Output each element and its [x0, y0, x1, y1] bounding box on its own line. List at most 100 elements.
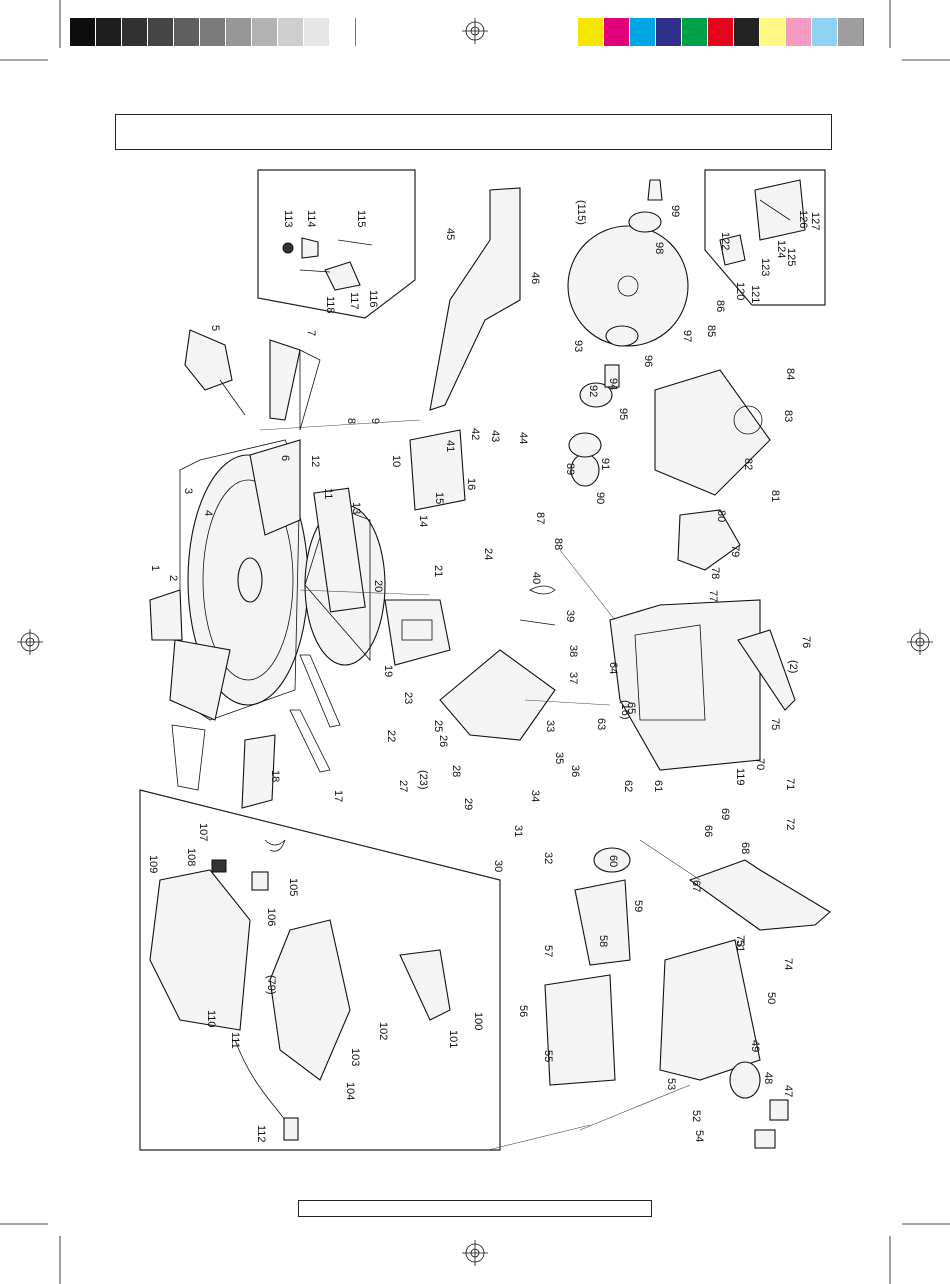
spindle-gears [568, 364, 620, 487]
part-number-label: 110 [205, 1010, 217, 1028]
part-number-label: 78 [709, 567, 721, 579]
part-number-label: 46 [529, 272, 541, 284]
part-number-label: 19 [382, 665, 394, 677]
part-number-label: 18 [269, 770, 281, 782]
part-number-label: 93 [572, 340, 584, 352]
part-number-label: 115 [355, 210, 367, 228]
color-swatch [630, 18, 656, 46]
part-number-label: 66 [702, 825, 714, 837]
part-number-label: 87 [534, 512, 546, 524]
part-number-label: 82 [742, 458, 754, 470]
part-number-label: 26 [437, 735, 449, 747]
part-number-label: 35 [553, 752, 565, 764]
swing-arm [439, 649, 556, 741]
part-number-label: 50 [765, 992, 777, 1004]
part-number-label: 77 [707, 590, 719, 602]
part-number-label: 42 [469, 428, 481, 440]
registration-mark-top [462, 18, 488, 44]
part-number-label: 57 [542, 945, 554, 957]
part-number-label: 55 [542, 1050, 554, 1062]
part-number-label: 117 [348, 292, 360, 310]
part-number-label: 116 [367, 290, 379, 308]
part-number-label: 69 [719, 808, 731, 820]
registration-mark-bottom [462, 1240, 488, 1266]
part-number-label: 11 [322, 488, 334, 499]
part-number-label: 85 [705, 325, 717, 337]
hold-down-clamp [269, 339, 321, 431]
part-number-label: 108 [185, 848, 197, 866]
lower-blade-guard [654, 369, 771, 496]
leader-lines [259, 419, 701, 1131]
part-number-label: 17 [332, 790, 344, 802]
part-number-label: 31 [512, 825, 524, 837]
carbon-brush-parts [754, 1099, 789, 1149]
part-number-label: 62 [622, 780, 634, 792]
part-number-label: 109 [147, 855, 159, 873]
gray-swatch [226, 18, 252, 46]
guard-cover-plate [677, 509, 741, 571]
part-number-label: 29 [462, 798, 474, 810]
gray-swatch [330, 18, 356, 46]
color-swatch [604, 18, 630, 46]
part-number-label: 104 [344, 1082, 356, 1100]
part-number-label: 106 [265, 908, 277, 926]
registration-mark-left [17, 629, 43, 655]
part-number-label: 101 [447, 1030, 459, 1048]
stator [544, 974, 616, 1086]
part-number-label: 23 [402, 692, 414, 704]
part-number-label: 49 [749, 1040, 761, 1052]
color-swatch [656, 18, 682, 46]
part-number-label: 70 [754, 758, 766, 770]
part-number-label: 48 [762, 1072, 774, 1084]
part-number-label: 45 [444, 228, 456, 240]
part-number-label: 92 [587, 385, 599, 397]
handle-half-left [149, 869, 251, 1031]
part-number-label: 47 [782, 1085, 794, 1097]
part-number-label: 28 [450, 765, 462, 777]
part-number-label: 123 [759, 258, 771, 276]
color-swatch [578, 18, 604, 46]
link-parts [282, 237, 373, 291]
part-number-label: 88 [552, 538, 564, 550]
part-number-label: 122 [719, 232, 731, 250]
part-number-label: 56 [517, 1005, 529, 1017]
part-number-label: 9 [369, 418, 381, 424]
part-number-label: 107 [197, 823, 209, 841]
part-number-label: 65 [625, 702, 637, 714]
color-swatch [708, 18, 734, 46]
color-swatch [734, 18, 760, 46]
part-number-label: 72 [784, 818, 796, 830]
part-number-label: 126 [797, 210, 809, 228]
fence [409, 429, 466, 511]
part-number-label: 121 [749, 285, 761, 303]
part-number-label: 20 [372, 580, 384, 592]
spring [519, 585, 556, 626]
gray-swatch [122, 18, 148, 46]
part-number-label: 36 [569, 765, 581, 777]
part-number-label: 125 [785, 248, 797, 266]
part-number-label: (79) [265, 975, 277, 995]
part-number-label: 79 [729, 545, 741, 557]
part-number-label: 30 [492, 860, 504, 872]
switch-box [688, 859, 831, 931]
part-number-label: 37 [567, 672, 579, 684]
gray-swatch [174, 18, 200, 46]
part-number-label: 127 [809, 212, 821, 230]
part-number-label: 53 [665, 1078, 677, 1090]
part-number-label: 3 [182, 488, 194, 494]
part-number-label: (16) [619, 700, 631, 720]
part-number-label: 80 [715, 510, 727, 522]
lock-knob [184, 329, 246, 416]
inset-box-handle-assembly [139, 789, 501, 1151]
extension-rods [171, 654, 341, 791]
part-number-label: 43 [489, 430, 501, 442]
part-number-label: 52 [690, 1110, 702, 1122]
part-number-label: 25 [432, 720, 444, 732]
part-number-label: 44 [517, 432, 529, 444]
part-number-label: 5 [209, 325, 221, 331]
part-number-label: 68 [739, 842, 751, 854]
part-number-label: 98 [653, 242, 665, 254]
part-number-label: 112 [255, 1125, 267, 1143]
part-number-label: 59 [632, 900, 644, 912]
part-number-label: 105 [287, 878, 299, 896]
